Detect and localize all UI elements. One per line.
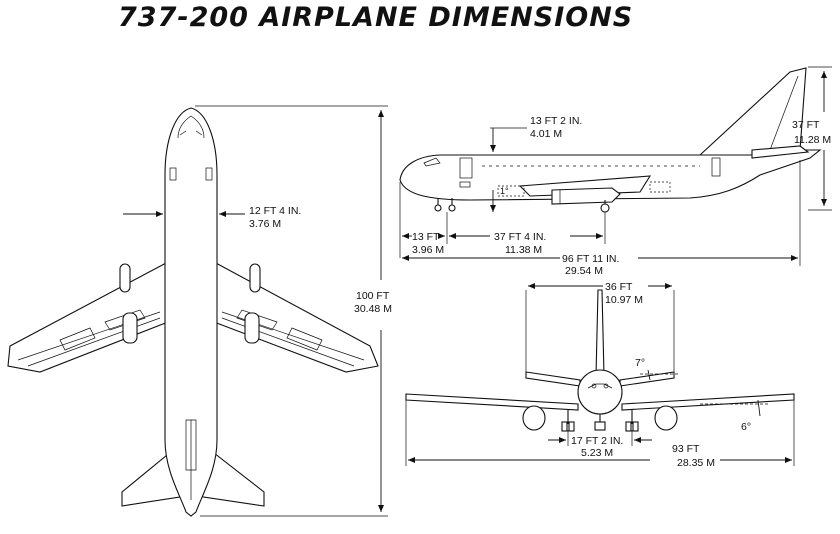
left-engine — [119, 263, 138, 344]
side-landing-gear — [434, 198, 610, 213]
tail-height-imperial: 37 FT — [792, 119, 820, 131]
front-right-wing — [621, 393, 795, 411]
wingspan-metric: 28.35 M — [677, 457, 715, 469]
stabilizer-dihedral-arc — [647, 369, 651, 381]
dim-wheelbase: 37 FT 4 IN. 11.38 M — [449, 231, 603, 256]
front-left-engine — [522, 405, 546, 431]
side-fuselage — [399, 149, 822, 201]
dim-wingspan: 93 FT 28.35 M — [405, 394, 795, 469]
fuselage-width-metric: 3.76 M — [249, 218, 281, 230]
side-engine — [551, 187, 621, 205]
wing-dihedral-arc — [757, 399, 761, 417]
page-title: 737-200 AIRPLANE DIMENSIONS — [118, 2, 634, 33]
front-landing-gear — [561, 410, 639, 432]
right-wing — [213, 261, 379, 373]
side-view-airplane: 1° — [399, 67, 822, 213]
right-engine — [244, 263, 261, 344]
stabilizer-dihedral-label: 7° — [635, 357, 645, 369]
dim-fuselage-width: 12 FT 4 IN. 3.76 M — [123, 205, 301, 230]
front-view-airplane — [405, 289, 795, 432]
fuselage-length-imperial: 96 FT 11 IN. — [562, 253, 619, 265]
cabin-height-metric: 4.01 M — [530, 128, 562, 140]
dim-nose-to-gear: 13 FT 3.96 M — [399, 182, 606, 258]
cabin-height-imperial: 13 FT 2 IN. — [530, 115, 582, 127]
front-fuselage — [577, 369, 623, 415]
stabilizer-span-metric: 10.97 M — [605, 294, 643, 306]
front-right-engine — [654, 405, 678, 431]
dim-stabilizer-span: 36 FT 10.97 M — [525, 281, 675, 372]
top-view-airplane — [7, 107, 379, 517]
front-vertical-tail — [595, 289, 605, 377]
dim-overall-length: 100 FT 30.48 M — [195, 105, 392, 517]
fuselage-length-metric: 29.54 M — [565, 265, 603, 277]
nose-to-gear-imperial: 13 FT — [412, 231, 440, 243]
stabilizer-span-imperial: 36 FT — [605, 281, 633, 293]
overall-length-imperial: 100 FT — [356, 290, 390, 302]
wingspan-imperial: 93 FT — [672, 443, 700, 455]
gear-track-imperial: 17 FT 2 IN. — [571, 435, 623, 447]
top-fuselage — [164, 107, 218, 517]
dim-cabin-height: 13 FT 2 IN. 4.01 M — [490, 115, 582, 212]
gear-track-metric: 5.23 M — [581, 447, 613, 459]
vertical-tail — [698, 67, 807, 156]
wheelbase-metric: 11.38 M — [505, 244, 542, 256]
nose-to-gear-metric: 3.96 M — [412, 244, 444, 256]
incidence-angle-label: 1° — [500, 186, 509, 196]
dim-main-gear-track: 17 FT 2 IN. 5.23 M — [548, 430, 652, 459]
dim-tail-height: 37 FT 11.28 M — [792, 66, 832, 211]
front-left-wing — [405, 393, 579, 411]
fuselage-width-imperial: 12 FT 4 IN. — [249, 205, 301, 217]
tail-height-metric: 11.28 M — [794, 134, 831, 146]
wing-dihedral-label: 6° — [741, 421, 751, 433]
overall-length-metric: 30.48 M — [354, 303, 392, 315]
wheelbase-imperial: 37 FT 4 IN. — [494, 231, 546, 243]
dim-fuselage-length: 96 FT 11 IN. 29.54 M — [402, 160, 801, 277]
